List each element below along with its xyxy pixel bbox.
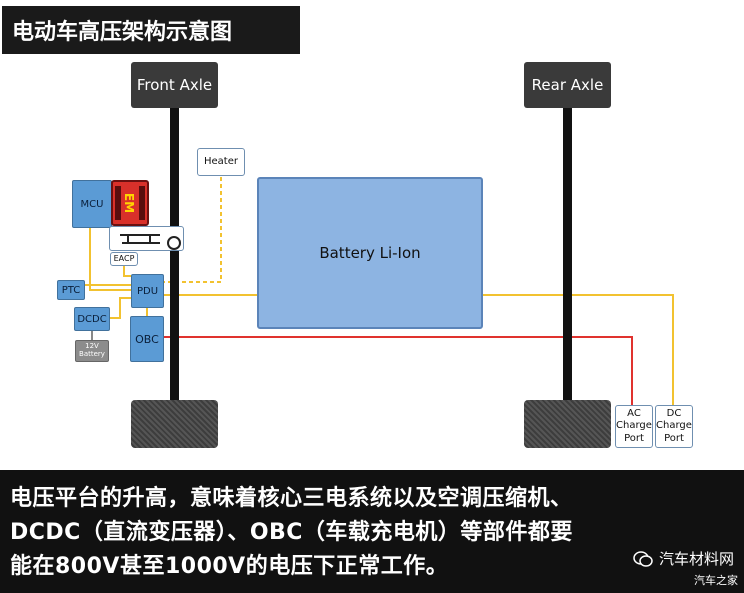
gearbox-box (109, 226, 184, 251)
gearbox-icon (120, 234, 181, 250)
mcu-box: MCU (72, 180, 112, 228)
pdu-box: PDU (131, 274, 164, 308)
rear-wheel (524, 400, 611, 448)
battery-dc-port-line (482, 294, 674, 407)
dc-charge-port-box: DC Charge Port (655, 405, 693, 448)
rear-axle-label: Rear Axle (524, 62, 611, 108)
caption-line-1: 电压平台的升高，意味着核心三电系统以及空调压缩机、 (10, 486, 573, 511)
battery-12v-box: 12V Battery (75, 340, 109, 362)
main-battery-box: Battery Li-Ion (257, 177, 483, 329)
wechat-label: 汽车材料网 (658, 550, 734, 568)
caption-line-3: 能在800V甚至1000V的电压下正常工作。 (10, 554, 449, 579)
heater-box: Heater (197, 148, 245, 176)
obc-ac-port-line (162, 336, 633, 407)
diagram-title: 电动车高压架构示意图 (2, 6, 300, 54)
wechat-icon (633, 550, 653, 567)
caption-line-2: DCDC（直流变压器）、OBC（车载充电机）等部件都要 (10, 520, 573, 545)
motor-label: EM (122, 193, 136, 213)
front-wheel (131, 400, 218, 448)
dcdc-box: DCDC (74, 307, 110, 331)
eacp-pdu-line (123, 266, 131, 277)
ac-charge-port-box: AC Charge Port (615, 405, 653, 448)
rear-axle-shaft (563, 108, 572, 403)
dcdc-pdu-line (110, 297, 131, 319)
caption-band: 电压平台的升高，意味着核心三电系统以及空调压缩机、 DCDC（直流变压器）、OB… (0, 470, 744, 593)
wechat-watermark: 汽车材料网 (633, 548, 734, 569)
ptc-box: PTC (57, 280, 85, 300)
motor-box: EM (111, 180, 149, 226)
eacp-box: EACP (110, 252, 138, 266)
heater-pdu-line (162, 177, 222, 283)
front-axle-label: Front Axle (131, 62, 218, 108)
motor-coil-icon: EM (115, 186, 145, 220)
front-axle-shaft (170, 108, 179, 403)
mcu-pdu-line (89, 228, 131, 291)
site-watermark: 汽车之家 (694, 574, 738, 587)
obc-box: OBC (130, 316, 164, 362)
